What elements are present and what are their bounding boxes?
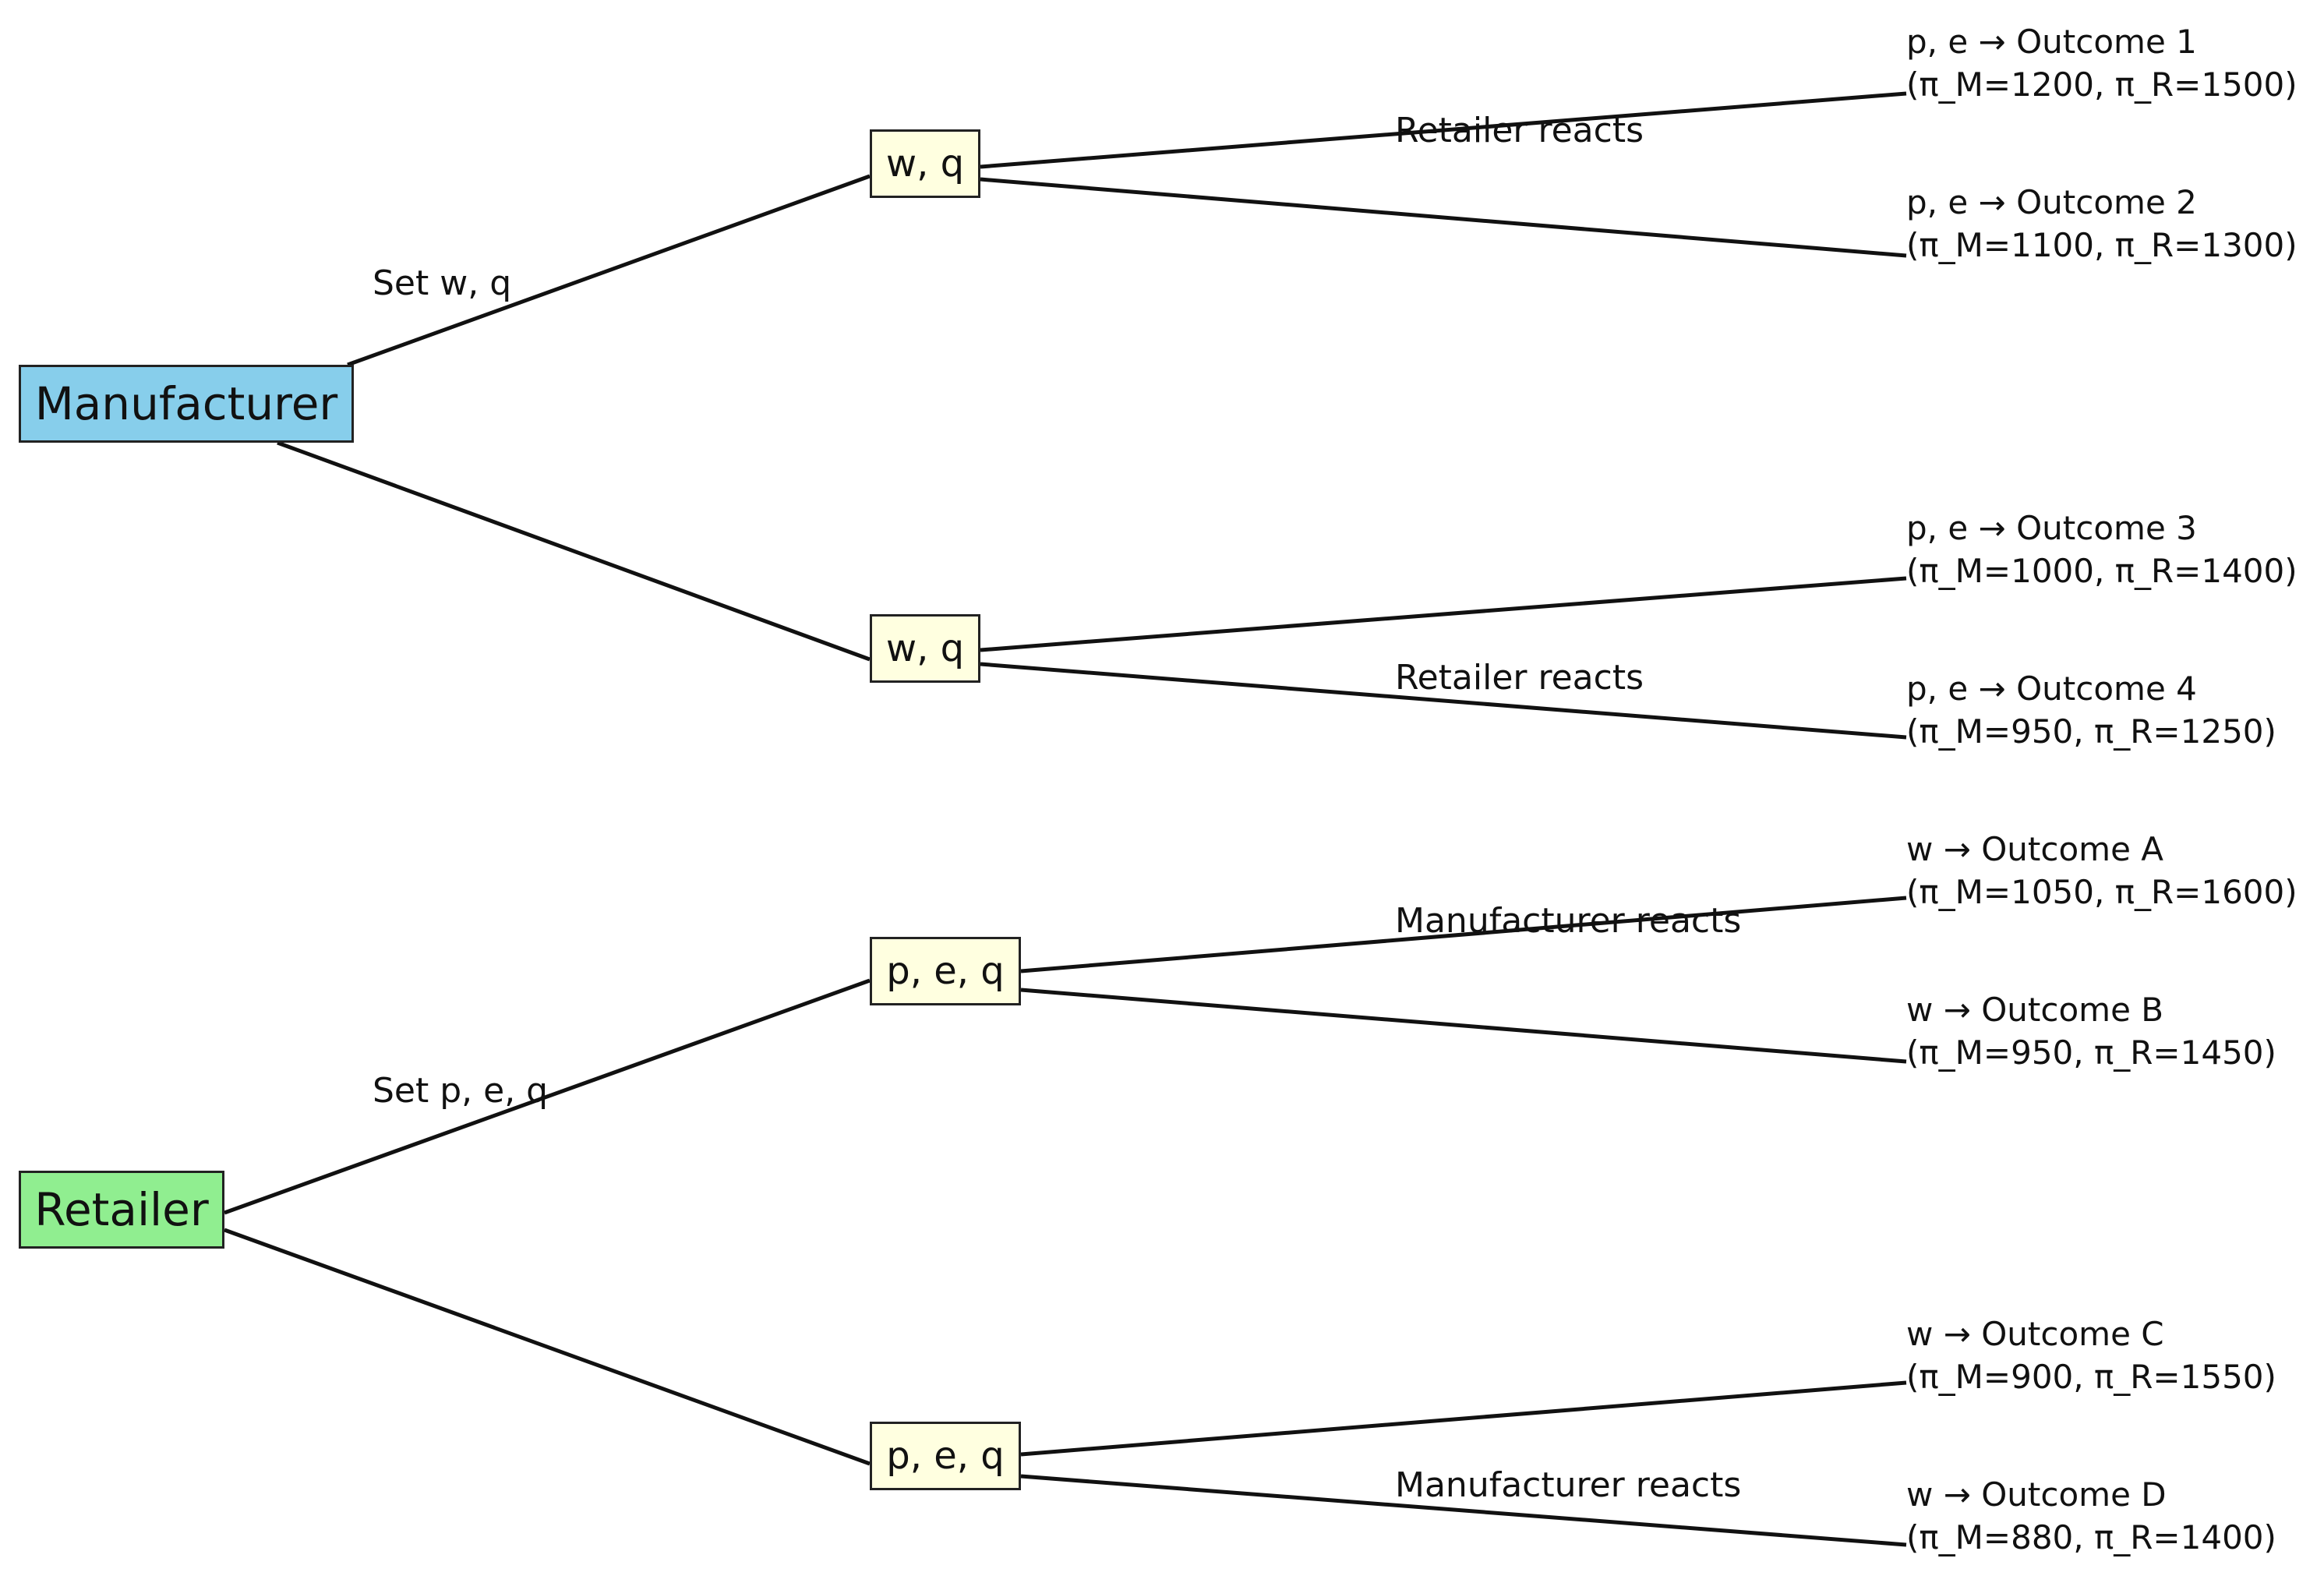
outcome-3-payoff: (π_M=1000, π_R=1400) bbox=[1906, 552, 2298, 590]
manufacturer-action-label: Set w, q bbox=[373, 263, 512, 303]
outcome-c-payoff: (π_M=900, π_R=1550) bbox=[1906, 1358, 2276, 1396]
outcome-2: p, e → Outcome 2 (π_M=1100, π_R=1300) bbox=[1906, 181, 2298, 267]
outcome-d: w → Outcome D (π_M=880, π_R=1400) bbox=[1906, 1473, 2276, 1559]
outcome-2-payoff: (π_M=1100, π_R=1300) bbox=[1906, 226, 2298, 264]
edge-manufacturer-to-wq-2 bbox=[277, 440, 871, 662]
retailer-reacts-label-1: Retailer reacts bbox=[1395, 111, 1644, 150]
edge-wq-2-to-outcome-3 bbox=[980, 576, 1907, 652]
retailer-node: Retailer bbox=[19, 1171, 224, 1249]
edge-peq-2-to-outcome-c bbox=[1020, 1380, 1907, 1457]
outcome-1-payoff: (π_M=1200, π_R=1500) bbox=[1906, 65, 2298, 104]
edge-peq-1-to-outcome-a bbox=[1020, 896, 1907, 973]
outcome-a: w → Outcome A (π_M=1050, π_R=1600) bbox=[1906, 828, 2298, 913]
retailer-action-label: Set p, e, q bbox=[373, 1071, 549, 1111]
outcome-3-action: p, e → Outcome 3 bbox=[1906, 509, 2197, 547]
outcome-4-payoff: (π_M=950, π_R=1250) bbox=[1906, 712, 2276, 751]
edge-peq-2-to-outcome-d bbox=[1020, 1474, 1907, 1547]
edge-wq-1-to-outcome-1 bbox=[980, 91, 1907, 169]
decision-node-wq-2: w, q bbox=[870, 614, 980, 683]
edge-retailer-to-peq-2 bbox=[224, 1228, 871, 1466]
outcome-1: p, e → Outcome 1 (π_M=1200, π_R=1500) bbox=[1906, 20, 2298, 106]
outcome-4: p, e → Outcome 4 (π_M=950, π_R=1250) bbox=[1906, 667, 2276, 753]
edge-retailer-to-peq-1 bbox=[224, 978, 871, 1215]
outcome-c: w → Outcome C (π_M=900, π_R=1550) bbox=[1906, 1313, 2276, 1398]
outcome-4-action: p, e → Outcome 4 bbox=[1906, 670, 2197, 708]
outcome-d-payoff: (π_M=880, π_R=1400) bbox=[1906, 1518, 2276, 1556]
outcome-c-action: w → Outcome C bbox=[1906, 1315, 2164, 1353]
retailer-reacts-label-2: Retailer reacts bbox=[1395, 658, 1644, 698]
decision-node-wq-1: w, q bbox=[870, 129, 980, 198]
decision-node-peq-1: p, e, q bbox=[870, 937, 1021, 1005]
decision-node-peq-2: p, e, q bbox=[870, 1422, 1021, 1490]
outcome-1-action: p, e → Outcome 1 bbox=[1906, 23, 2197, 61]
outcome-d-action: w → Outcome D bbox=[1906, 1475, 2167, 1514]
outcome-3: p, e → Outcome 3 (π_M=1000, π_R=1400) bbox=[1906, 507, 2298, 592]
edge-peq-1-to-outcome-b bbox=[1020, 988, 1907, 1064]
outcome-a-action: w → Outcome A bbox=[1906, 830, 2164, 868]
edge-wq-1-to-outcome-2 bbox=[980, 177, 1907, 258]
edge-manufacturer-to-wq-1 bbox=[347, 174, 871, 367]
outcome-b-payoff: (π_M=950, π_R=1450) bbox=[1906, 1034, 2276, 1072]
outcome-a-payoff: (π_M=1050, π_R=1600) bbox=[1906, 873, 2298, 911]
manufacturer-reacts-label-2: Manufacturer reacts bbox=[1395, 1465, 1742, 1505]
manufacturer-node: Manufacturer bbox=[19, 365, 354, 443]
edge-wq-2-to-outcome-4 bbox=[980, 662, 1907, 740]
outcome-2-action: p, e → Outcome 2 bbox=[1906, 183, 2197, 221]
outcome-b-action: w → Outcome B bbox=[1906, 991, 2164, 1029]
outcome-b: w → Outcome B (π_M=950, π_R=1450) bbox=[1906, 988, 2276, 1074]
manufacturer-reacts-label-1: Manufacturer reacts bbox=[1395, 901, 1742, 941]
